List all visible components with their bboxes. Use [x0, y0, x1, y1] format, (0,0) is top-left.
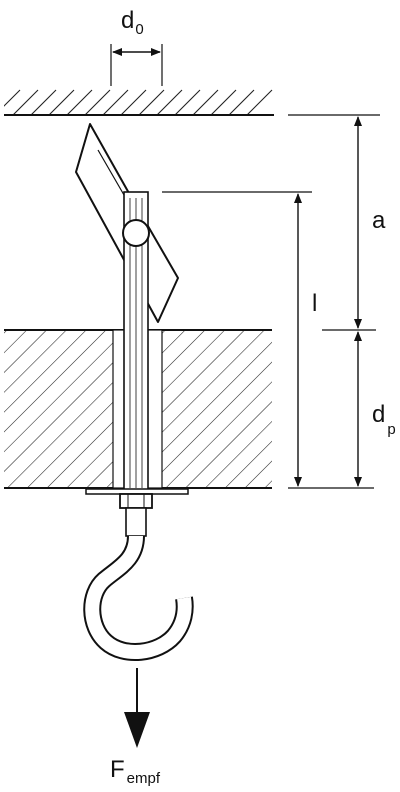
washer-nut — [85, 488, 189, 509]
extension-lines — [162, 114, 380, 489]
label-dp: dp — [372, 401, 396, 438]
label-l: l — [312, 290, 317, 317]
label-d0: d0 — [121, 7, 144, 38]
ceiling-hook — [83, 507, 194, 661]
ceiling-surface — [4, 89, 274, 116]
force-arrow — [124, 668, 150, 748]
pivot-pin — [122, 219, 150, 247]
dimension-d0 — [110, 44, 163, 86]
label-a: a — [372, 207, 386, 234]
